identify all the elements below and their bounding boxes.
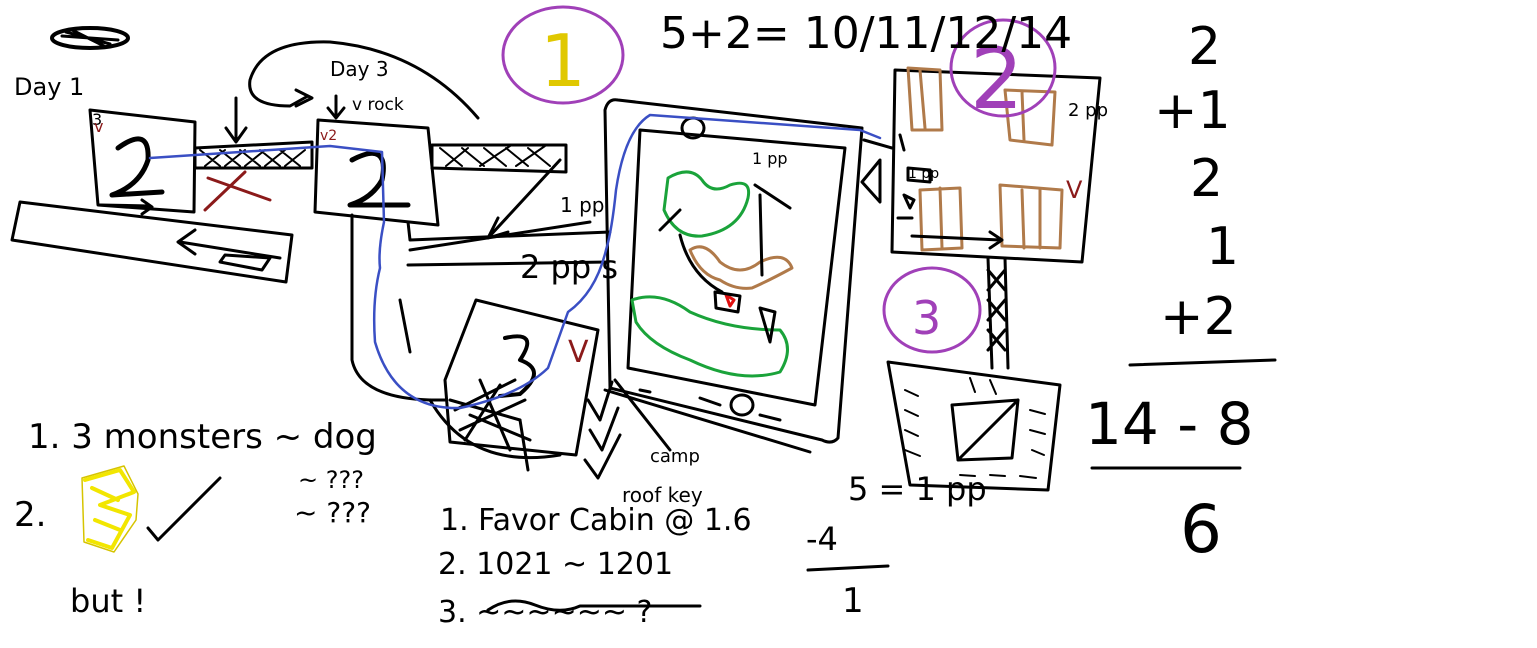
room-1-box: [88, 108, 197, 214]
room-v3: V: [568, 335, 589, 370]
room-3-lower: [428, 398, 562, 472]
checkmarks-mid: [583, 380, 622, 480]
math-col-2: 2: [1190, 149, 1223, 209]
checkmark-1: [146, 476, 222, 542]
math-col-4: +2: [1160, 287, 1237, 347]
room-3-scribble: [448, 378, 532, 452]
left-pointer: [860, 138, 894, 204]
note-mid-2: 2. 1021 ~ 1201: [438, 547, 673, 582]
circle-2: [949, 18, 1057, 118]
camp-label-2: roof key: [622, 483, 703, 507]
scribble-fill: [60, 28, 120, 48]
math-small-result: 1: [842, 581, 864, 621]
corridor-1-pad: [218, 253, 272, 272]
brown-crates: [906, 66, 1064, 252]
tablet-arrows: [658, 183, 792, 344]
route-line: [148, 113, 882, 410]
note-mid-1: 1. Favor Cabin @ 1.6: [440, 503, 752, 538]
sum-line: [1128, 358, 1277, 367]
small-figures: [896, 133, 932, 220]
ladder: [986, 256, 1010, 370]
yellow-scribble: [83, 468, 136, 550]
math-col-0: 2: [1188, 17, 1221, 77]
room-1-arrow: [98, 198, 154, 216]
room-3-digit: [498, 334, 536, 398]
corridor-1: [10, 200, 294, 284]
room-2-digit: [347, 150, 411, 208]
pp-label-4: 1 pp: [908, 166, 939, 182]
bridge-2-hatch: [439, 145, 551, 167]
math-result: 6: [1180, 491, 1222, 568]
note-left-3: but !: [70, 582, 146, 620]
pp-label-6: 5 = 1 pp: [848, 470, 987, 508]
red-spot: [724, 293, 736, 308]
room-v1: v: [94, 117, 103, 136]
note-side-1: ~ ???: [298, 466, 364, 494]
label-day1: Day 1: [14, 73, 84, 101]
check-small: [613, 378, 672, 452]
label-day3: Day 3: [330, 57, 389, 81]
circle-1-label: 1: [540, 19, 586, 103]
arrow-down-1: [224, 96, 248, 144]
math-col-1: +1: [1154, 81, 1231, 141]
room-1-digit: [109, 136, 165, 198]
loop-arrow: [248, 40, 480, 120]
green-area-top: [662, 170, 751, 238]
yellow-outline: [81, 465, 139, 553]
right-room-arrow: [910, 230, 1004, 250]
circle-2-label: 2: [970, 30, 1023, 128]
tablet-bottom-button: [729, 393, 755, 417]
brown-creature: [688, 245, 794, 290]
label-day1-sub: 3: [92, 110, 102, 129]
room-v4: V: [1066, 176, 1083, 204]
room-3-box: [443, 298, 600, 457]
label-day3-sub: v rock: [352, 95, 404, 115]
corridor-2-diag: [408, 220, 592, 252]
pp-label-2: 2 pp s: [520, 248, 618, 286]
scribble-oval: [50, 26, 130, 50]
corridor-2: [350, 213, 612, 402]
pp-label-3: 1 pp: [560, 193, 604, 217]
room-3-right-box: [886, 360, 1062, 492]
green-area-bottom: [630, 295, 789, 378]
tablet-outer: [603, 98, 864, 444]
note-mid-3: 3. ~~~~~~ ?: [438, 595, 652, 630]
camp-label-1: camp: [650, 446, 700, 467]
note-left-2: 2.: [14, 495, 46, 535]
pp-label-5: 2 pp: [1068, 100, 1108, 121]
tablet-bottom-edge: [603, 388, 812, 454]
note-side-2: ~ ???: [294, 496, 371, 529]
math-col-3: 1: [1206, 217, 1239, 277]
math-small-minus: -4: [806, 520, 838, 558]
note-left-1: 1. 3 monsters ~ dog: [28, 417, 377, 457]
bridge-1: [193, 140, 314, 170]
circle-3-label: 3: [912, 291, 941, 345]
room-3-right-ticks: [904, 377, 1046, 479]
top-math: 5+2= 10/11/12/14: [660, 8, 1072, 59]
red-cross: [203, 170, 272, 212]
circle-3: [882, 266, 982, 354]
arrow-down-2: [326, 94, 346, 120]
circle-1: [501, 5, 625, 105]
room-2-right-box: [890, 68, 1102, 264]
small-divide-line: [806, 564, 890, 572]
pp-label-1: 1 pp: [752, 149, 788, 168]
bridge-1-hatch: [199, 149, 306, 167]
corridor-1-arrow: [176, 228, 282, 260]
room-2-box: [313, 118, 440, 227]
math-sum: 14 - 8: [1085, 390, 1254, 458]
bridge-2: [430, 143, 568, 174]
tablet-inner: [626, 128, 847, 407]
note3-squiggle: [486, 599, 702, 612]
room-3-right-inner: [950, 398, 1020, 462]
room-v2: v2: [320, 128, 337, 144]
